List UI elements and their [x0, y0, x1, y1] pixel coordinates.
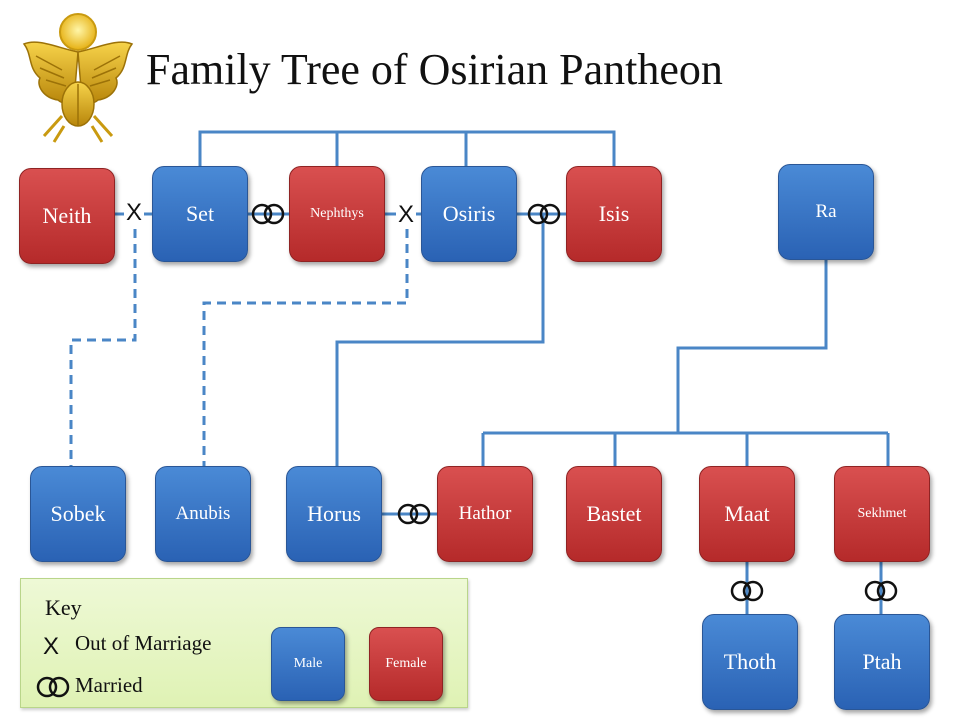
node-label-osiris: Osiris [442, 201, 496, 226]
interlocked-rings-icon [36, 676, 70, 698]
node-isis: Isis [566, 166, 662, 262]
page-title: Family Tree of Osirian Pantheon [146, 45, 723, 94]
node-label-bastet: Bastet [586, 501, 642, 526]
node-label-nephthys: Nephthys [310, 206, 364, 221]
married-rings-icon [864, 580, 898, 602]
node-sekhmet: Sekhmet [834, 466, 930, 562]
node-label-thoth: Thoth [723, 649, 777, 674]
married-rings-icon [251, 203, 285, 225]
node-neith: Neith [19, 168, 115, 264]
key-male-swatch: Male [271, 627, 345, 701]
node-ptah: Ptah [834, 614, 930, 710]
node-osiris: Osiris [421, 166, 517, 262]
key-out-of-marriage-symbol: X [43, 633, 60, 660]
node-label-anubis: Anubis [175, 503, 231, 524]
married-rings-icon [397, 503, 431, 525]
node-hathor: Hathor [437, 466, 533, 562]
node-label-maat: Maat [724, 501, 770, 526]
node-nephthys: Nephthys [289, 166, 385, 262]
node-ra: Ra [778, 164, 874, 260]
key-out-of-marriage-label: Out of Marriage [75, 631, 212, 655]
node-label-ra: Ra [815, 201, 837, 222]
married-rings-icon [730, 580, 764, 602]
node-thoth: Thoth [702, 614, 798, 710]
node-label-isis: Isis [598, 201, 630, 226]
node-bastet: Bastet [566, 466, 662, 562]
key-title: Key [45, 595, 82, 620]
node-maat: Maat [699, 466, 795, 562]
node-set: Set [152, 166, 248, 262]
node-label-hathor: Hathor [458, 503, 512, 524]
key-male-label: Male [293, 656, 323, 671]
out-of-marriage-mark-nephthys-osiris: X [396, 201, 417, 228]
node-label-neith: Neith [42, 203, 92, 228]
key-female-label: Female [385, 656, 427, 671]
node-label-set: Set [185, 201, 215, 226]
node-label-horus: Horus [307, 501, 361, 526]
legend-key: Key X Out of Marriage Married Male Femal… [20, 578, 468, 708]
winged-scarab-logo-icon [22, 13, 134, 143]
node-label-sekhmet: Sekhmet [857, 506, 907, 521]
node-label-sobek: Sobek [50, 501, 106, 526]
out-of-marriage-mark-neith-set: X [124, 199, 145, 226]
node-label-ptah: Ptah [862, 649, 902, 674]
node-anubis: Anubis [155, 466, 251, 562]
key-female-swatch: Female [369, 627, 443, 701]
key-married-label: Married [75, 673, 143, 697]
node-sobek: Sobek [30, 466, 126, 562]
married-rings-icon [527, 203, 561, 225]
node-horus: Horus [286, 466, 382, 562]
